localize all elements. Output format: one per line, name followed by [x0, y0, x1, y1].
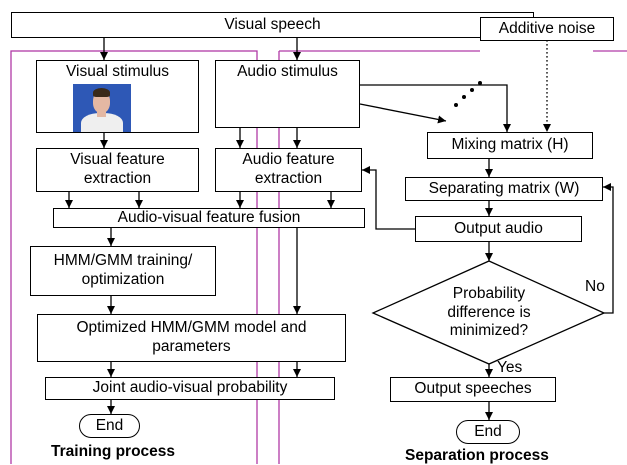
feature-fusion-box: Audio-visual feature fusion [53, 208, 365, 228]
arrow-output-audio-to-audio-feature [362, 166, 415, 230]
mixing-matrix-box: Mixing matrix (H) [427, 132, 593, 159]
joint-probability-box: Joint audio-visual probability [45, 377, 335, 400]
visual-speech-box: Visual speech [11, 12, 534, 38]
arrow-audio-stimulus-to-mixing [360, 84, 511, 132]
optimized-model-box: Optimized HMM/GMM model and parameters [37, 314, 346, 362]
end-training-terminator: End [79, 414, 140, 438]
separation-process-caption: Separation process [405, 447, 549, 464]
speaker-face-image [73, 84, 131, 132]
output-speeches-box: Output speeches [390, 377, 556, 402]
hmm-training-box: HMM/GMM training/ optimization [30, 246, 216, 296]
arrow-no-loop [603, 183, 614, 314]
end-separation-terminator: End [456, 420, 520, 444]
audio-feature-box: Audio feature extraction [215, 148, 362, 192]
audio-stimulus-box: Audio stimulus [215, 60, 360, 128]
decision-text: Probability difference is minimized? [447, 285, 531, 340]
training-process-caption: Training process [51, 443, 176, 460]
separating-matrix-box: Separating matrix (W) [405, 177, 603, 201]
yes-label: Yes [497, 359, 523, 376]
no-label: No [585, 278, 605, 295]
arrow-audio-stimulus-to-dots [359, 103, 447, 124]
ellipsis-dots [454, 81, 482, 107]
output-audio-box: Output audio [415, 216, 582, 242]
visual-feature-box: Visual feature extraction [36, 148, 199, 192]
training-panel [10, 50, 258, 464]
additive-noise-box: Additive noise [480, 17, 614, 41]
